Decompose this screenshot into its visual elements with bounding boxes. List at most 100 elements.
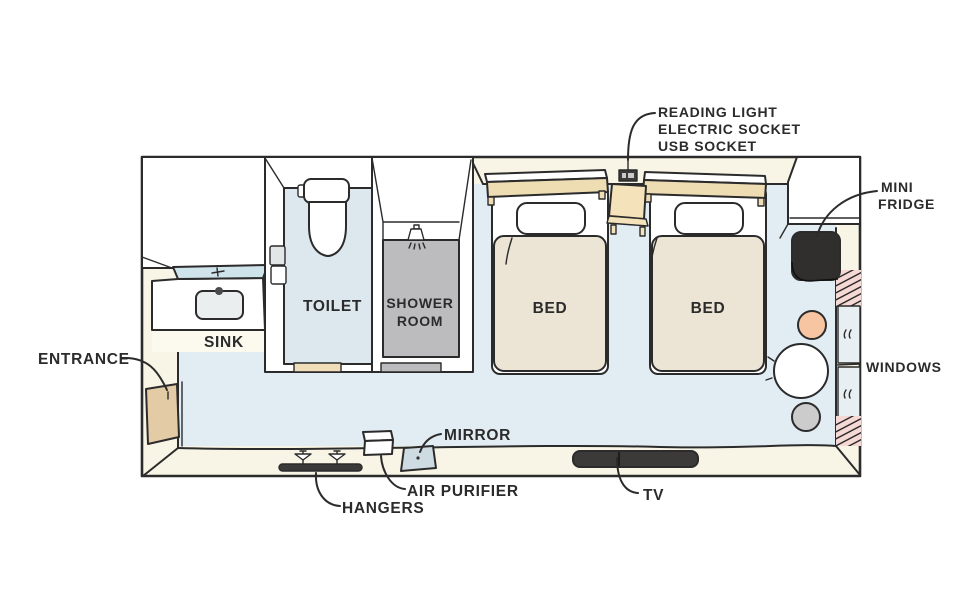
shower-door-threshold	[380, 362, 442, 373]
round-table	[773, 343, 829, 399]
annotation-connectors	[121, 112, 878, 507]
bed-blanket	[493, 235, 607, 372]
air-purifier-label: AIR PURIFIER	[407, 483, 519, 500]
window-sill-line	[835, 363, 861, 366]
bed-2: BED	[642, 171, 767, 375]
sink-basin	[195, 290, 244, 320]
air-purifier-front	[363, 439, 394, 456]
toilet-room	[264, 156, 384, 373]
headboard-leg	[598, 190, 606, 200]
air-purifier	[362, 430, 394, 456]
connector-mirror	[419, 433, 442, 453]
hangers-label: HANGERS	[342, 500, 424, 517]
paper-holder-icon	[270, 265, 287, 285]
toilet-door-threshold	[293, 362, 342, 373]
mini-fridge-body	[791, 231, 841, 281]
headboard-leg	[757, 197, 765, 207]
bed-2-label: BED	[691, 300, 726, 317]
shower-room	[371, 156, 474, 373]
connector-reading-light	[627, 112, 656, 161]
pillow	[674, 202, 744, 235]
shower-spray-lines	[408, 242, 426, 250]
shower-room-label-line1: SHOWER	[386, 295, 453, 311]
hanger-body	[328, 453, 346, 461]
reading-light-label-line3: USB SOCKET	[658, 138, 757, 154]
wall-corner-line	[835, 445, 861, 476]
fridge-niche	[779, 156, 861, 239]
bed-1-label: BED	[533, 300, 568, 317]
headboard-leg	[487, 196, 495, 206]
chair	[797, 310, 827, 340]
sink-counter	[151, 264, 269, 352]
tv	[572, 450, 699, 468]
table-hook-icon	[765, 356, 775, 381]
window-pane-2	[837, 366, 861, 418]
shower-floor	[382, 239, 460, 358]
mirror-dot-icon	[416, 456, 420, 460]
wall-corner-line	[142, 447, 179, 477]
mini-fridge-label-line2: FRIDGE	[878, 196, 935, 212]
mini-fridge-label-line1: MINI	[881, 179, 913, 195]
curtain-bottom	[836, 416, 861, 446]
bed-blanket	[651, 235, 765, 372]
curtain-stripes	[836, 416, 861, 446]
counter-base	[152, 330, 265, 352]
nightstand-leg	[639, 226, 646, 237]
nightstand-top	[608, 183, 647, 220]
hanger-icon	[294, 450, 312, 465]
connector-tv	[616, 457, 639, 494]
nightstand-shelf	[606, 215, 649, 227]
toilet	[297, 178, 350, 257]
windows-label: WINDOWS	[866, 359, 942, 375]
paper-holder-icon	[269, 245, 286, 266]
blanket-fold-line	[505, 237, 513, 265]
hanger-bar	[278, 463, 363, 472]
connector-mini-fridge	[816, 190, 878, 237]
shower-head	[407, 228, 425, 241]
toilet-bowl	[308, 201, 347, 257]
table-set	[765, 310, 829, 432]
mirror-label: MIRROR	[444, 427, 511, 444]
drain-icon	[215, 287, 223, 295]
toilet-label: TOILET	[303, 298, 362, 315]
blanket-fold-line	[650, 237, 658, 265]
bed-1: BED	[484, 169, 609, 375]
socket-outlet-icon	[628, 173, 634, 178]
tv-label: TV	[643, 487, 664, 504]
niche-wall	[787, 156, 861, 225]
reading-light-label-line2: ELECTRIC SOCKET	[658, 121, 801, 137]
door-panel	[145, 383, 180, 445]
headboard	[486, 177, 609, 198]
shower-room-label-line2: ROOM	[397, 313, 443, 329]
hanger-rail	[278, 450, 363, 472]
sink-label: SINK	[204, 334, 244, 351]
mini-fridge-edge	[791, 261, 839, 282]
hanger-icon	[328, 450, 346, 465]
mirror-tile	[400, 445, 437, 472]
window-handle-icon	[843, 389, 852, 399]
pillow	[516, 202, 586, 235]
window-handle-icon	[843, 329, 852, 339]
connector-entrance	[121, 356, 168, 391]
connector-air-purifier	[380, 455, 406, 490]
nightstand-leg	[610, 224, 617, 235]
socket-outlet-icon	[622, 173, 626, 178]
entrance-label: ENTRANCE	[38, 351, 130, 368]
shower-head-icon	[407, 224, 426, 250]
window-wall	[835, 270, 861, 446]
wall-corner-line	[141, 256, 173, 269]
nightstand	[606, 160, 649, 237]
wall-line	[177, 444, 837, 451]
hanger-body	[294, 453, 312, 461]
curtain-stripes	[836, 270, 861, 307]
stool	[791, 402, 821, 432]
curtain-top	[836, 270, 861, 307]
vanity-block	[141, 156, 266, 269]
entrance-door	[145, 381, 183, 447]
connector-hangers	[314, 472, 341, 507]
headboard	[642, 179, 767, 199]
faucet-icon	[211, 267, 225, 277]
tv-body	[572, 450, 699, 468]
toilet-tank	[303, 178, 350, 204]
